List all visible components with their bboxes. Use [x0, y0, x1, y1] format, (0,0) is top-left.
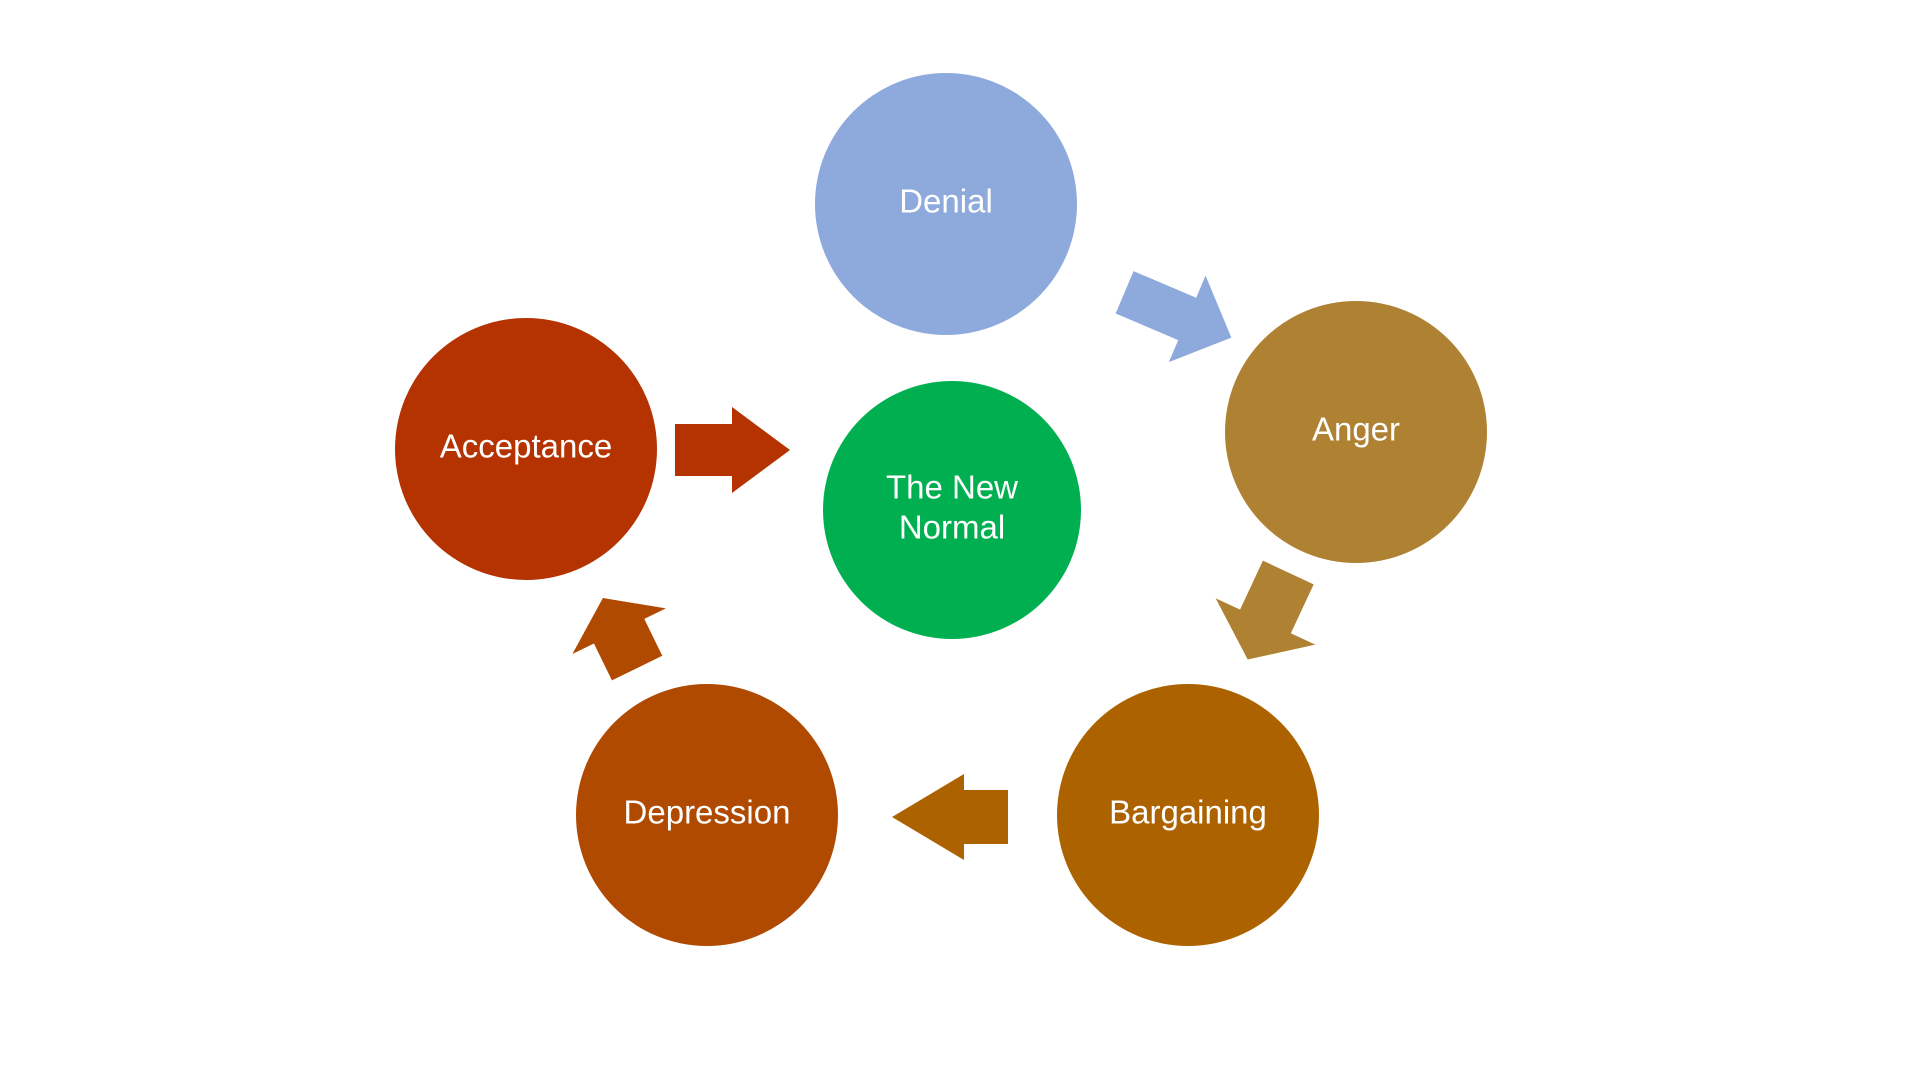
node-anger: Anger: [1225, 301, 1487, 563]
node-bargaining: Bargaining: [1057, 684, 1319, 946]
new-normal-circle: [823, 381, 1081, 639]
denial-circle: [815, 73, 1077, 335]
bargaining-label: Bargaining: [1109, 794, 1267, 831]
arrow-acceptance-to-new-normal: [675, 407, 790, 493]
depression-label: Depression: [624, 794, 791, 831]
denial-label: Denial: [899, 183, 993, 220]
node-new-normal: The New Normal: [823, 381, 1081, 639]
bargaining-circle: [1057, 684, 1319, 946]
new-normal-label-line2: Normal: [899, 509, 1005, 546]
acceptance-circle: [395, 318, 657, 580]
anger-label: Anger: [1312, 411, 1400, 448]
acceptance-label: Acceptance: [440, 428, 612, 465]
nodes-layer: Denial Anger Bargaining Depression Accep…: [395, 73, 1487, 946]
arrow-denial-to-anger: [1115, 271, 1232, 363]
arrow-depression-to-acceptance: [572, 597, 666, 681]
node-denial: Denial: [815, 73, 1077, 335]
depression-circle: [576, 684, 838, 946]
arrow-bargaining-to-depression: [892, 774, 1008, 860]
new-normal-label-line1: The New: [886, 469, 1018, 506]
node-acceptance: Acceptance: [395, 318, 657, 580]
node-depression: Depression: [576, 684, 838, 946]
arrow-anger-to-bargaining: [1215, 560, 1316, 660]
arrows-layer: [572, 271, 1316, 860]
anger-circle: [1225, 301, 1487, 563]
